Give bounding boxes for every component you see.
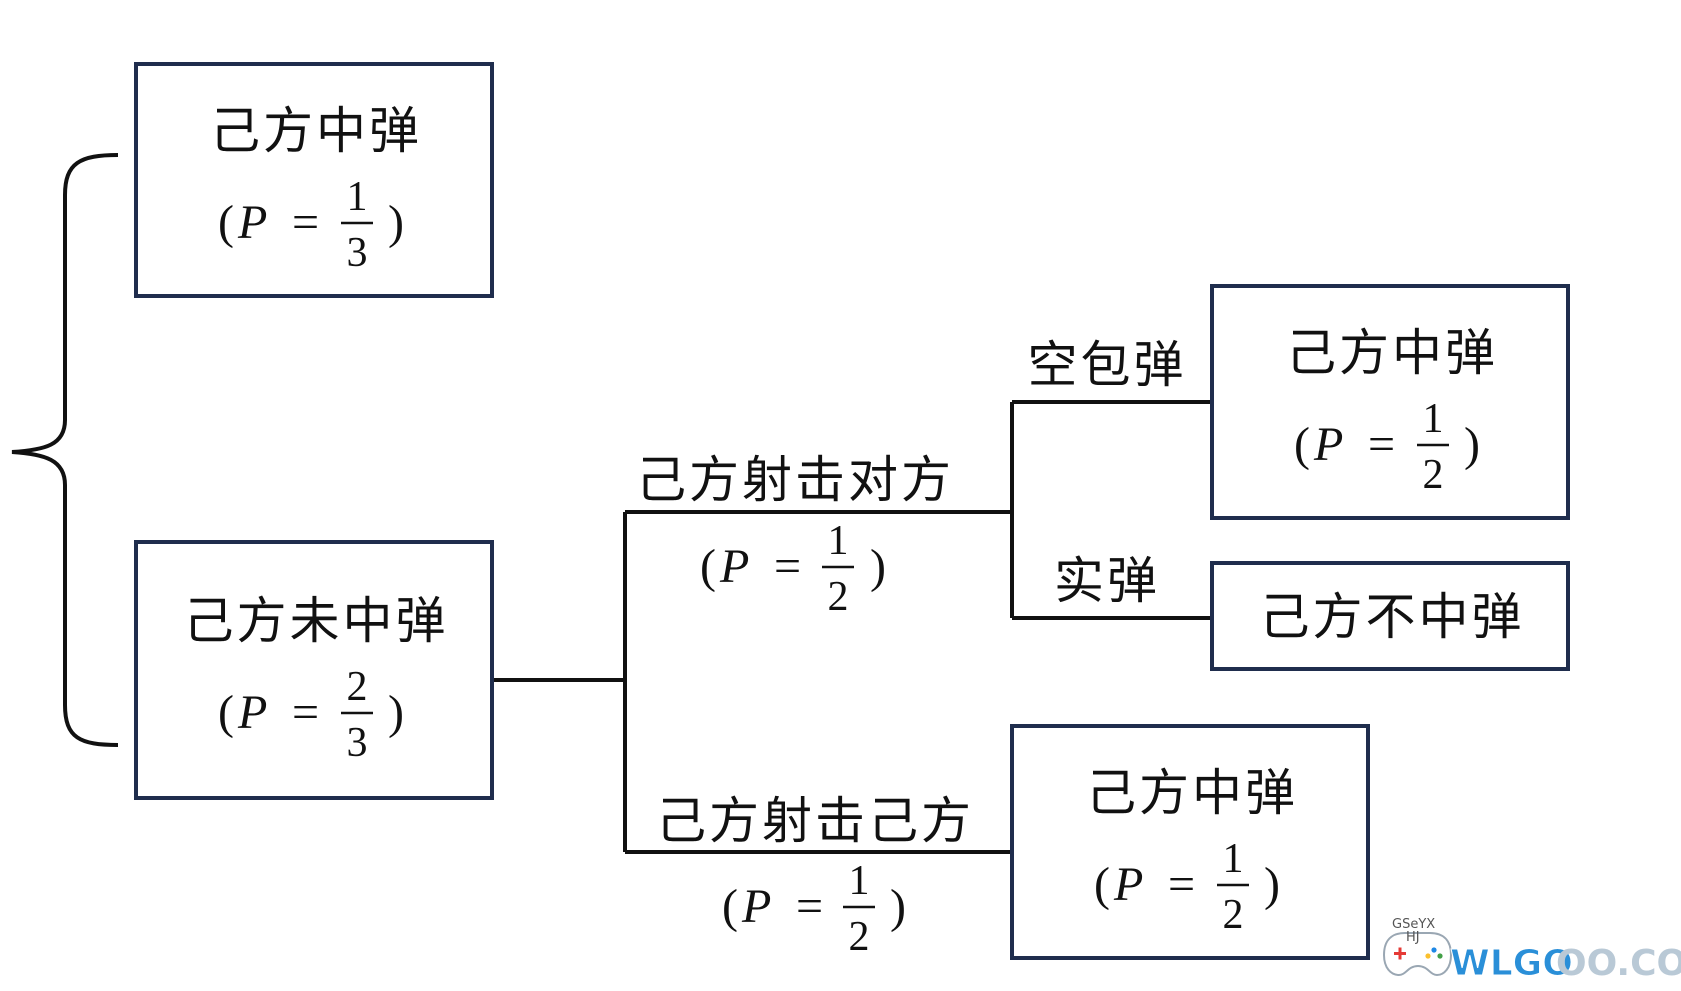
svg-text:): ): [388, 686, 404, 739]
svg-text:=: =: [796, 880, 823, 933]
svg-text:): ): [1464, 418, 1480, 471]
edge-blank-label: 空包弹: [1028, 336, 1187, 394]
node-title: 己方中弹: [210, 102, 422, 160]
probability-expression: ( P = 1 2 ): [1094, 836, 1280, 938]
svg-text:=: =: [292, 196, 319, 249]
svg-text:2: 2: [347, 664, 368, 710]
edge-shoot-self: 己方射击己方 ( P = 1 2 ): [656, 792, 974, 960]
svg-text:1: 1: [849, 858, 870, 904]
svg-text:(: (: [218, 686, 234, 739]
probability-expression: ( P = 1 2 ): [1294, 396, 1480, 498]
svg-text:1: 1: [828, 518, 849, 564]
gamepad-icon: [1382, 932, 1453, 977]
svg-text:HJ: HJ: [1406, 930, 1420, 945]
node-miss-first: 己方未中弹 ( P = 2 3 ): [134, 540, 494, 800]
svg-text:(: (: [722, 880, 738, 933]
svg-text:P: P: [1113, 858, 1143, 911]
svg-text:3: 3: [347, 230, 368, 276]
svg-text:(: (: [218, 196, 234, 249]
left-curly-brace: [11, 153, 119, 747]
svg-text:): ): [388, 196, 404, 249]
svg-text:GSeYX: GSeYX: [1392, 917, 1435, 932]
svg-text:2: 2: [1423, 452, 1444, 498]
svg-text:WLGO: WLGO: [1450, 943, 1573, 984]
svg-text:): ): [870, 540, 886, 593]
svg-text:1: 1: [347, 174, 368, 220]
svg-text:=: =: [292, 686, 319, 739]
node-hit-first: 己方中弹 ( P = 1 3 ): [134, 62, 494, 298]
probability-expression: ( P = 2 3 ): [218, 664, 404, 766]
svg-text:P: P: [741, 880, 771, 933]
node-title: 己方不中弹: [1260, 588, 1525, 646]
node-title: 己方中弹: [1086, 764, 1298, 822]
svg-text:3: 3: [347, 720, 368, 766]
svg-text:2: 2: [828, 574, 849, 620]
probability-expression: ( P = 1 2 ): [722, 858, 906, 960]
svg-text:己方射击己方: 己方射击己方: [656, 792, 974, 850]
svg-text:己方射击对方: 己方射击对方: [636, 451, 954, 509]
edge-live-label: 实弹: [1054, 552, 1160, 610]
svg-text:1: 1: [1423, 396, 1444, 442]
probability-expression: ( P = 1 2 ): [700, 518, 886, 620]
node-hit-blank: 己方中弹 ( P = 1 2 ): [1210, 284, 1570, 520]
svg-text:P: P: [1313, 418, 1343, 471]
svg-text:1: 1: [1223, 836, 1244, 882]
node-hit-self: 己方中弹 ( P = 1 2 ): [1010, 724, 1370, 960]
edge-shoot-opponent: 己方射击对方 ( P = 1 2 ): [636, 451, 954, 620]
svg-text:=: =: [774, 540, 801, 593]
svg-text:): ): [890, 880, 906, 933]
probability-expression: ( P = 1 3 ): [218, 174, 404, 276]
svg-text:P: P: [719, 540, 749, 593]
svg-text:P: P: [237, 686, 267, 739]
svg-text:2: 2: [1223, 892, 1244, 938]
watermark: GSeYX HJ WLGO OO.COM: [1382, 917, 1681, 985]
svg-text:P: P: [237, 196, 267, 249]
svg-text:=: =: [1168, 858, 1195, 911]
svg-text:OO.COM: OO.COM: [1556, 943, 1681, 984]
svg-text:(: (: [700, 540, 716, 593]
svg-text:): ): [1264, 858, 1280, 911]
svg-text:=: =: [1368, 418, 1395, 471]
node-no-hit: 己方不中弹: [1210, 561, 1570, 671]
node-title: 己方未中弹: [184, 592, 449, 650]
svg-text:(: (: [1294, 418, 1310, 471]
svg-text:2: 2: [849, 914, 870, 960]
node-title: 己方中弹: [1286, 324, 1498, 382]
svg-text:(: (: [1094, 858, 1110, 911]
